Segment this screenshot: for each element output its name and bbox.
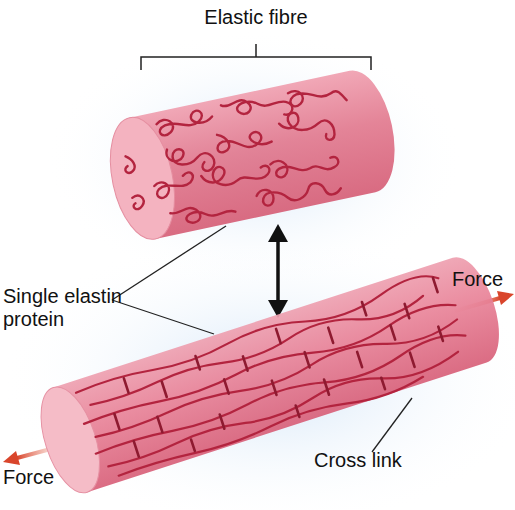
cross-links xyxy=(410,353,415,367)
cross-links xyxy=(305,352,310,367)
coiled-elastin xyxy=(153,172,196,199)
coiled-elastin xyxy=(221,90,294,128)
cross-links xyxy=(362,302,366,315)
coiled-elastin xyxy=(123,155,145,210)
cross-links xyxy=(157,417,162,432)
leader-line xyxy=(112,226,412,452)
force-arrow xyxy=(497,291,514,305)
cross-links xyxy=(438,327,443,341)
coiled-elastin xyxy=(256,174,342,210)
cross-links xyxy=(224,379,229,393)
cross-links xyxy=(328,328,333,343)
cross-links xyxy=(433,278,438,292)
background-haze xyxy=(0,230,515,510)
double-arrow xyxy=(268,224,288,318)
coiled-elastin xyxy=(215,124,272,154)
extended-elastin xyxy=(118,374,425,481)
bracket xyxy=(141,44,371,70)
coiled-elastin xyxy=(288,81,347,112)
extended-elastin xyxy=(89,291,426,412)
cross-links xyxy=(220,414,225,428)
leader-line xyxy=(372,398,412,452)
cross-links xyxy=(272,381,277,395)
cross-links xyxy=(196,356,200,369)
leader-line xyxy=(112,300,214,334)
cross-links xyxy=(381,378,385,389)
text-label: Force xyxy=(3,466,65,489)
extended-elastin xyxy=(106,347,460,473)
background-haze xyxy=(0,30,515,510)
cross-links xyxy=(105,278,461,471)
cross-links xyxy=(391,325,396,339)
cross-links xyxy=(191,440,195,451)
cross-links xyxy=(134,441,139,456)
extended-elastin xyxy=(74,271,439,401)
cross-links xyxy=(276,329,281,343)
text-label: Cross link xyxy=(314,449,424,472)
coiled-elastin xyxy=(116,79,365,236)
cross-links xyxy=(162,382,167,397)
cross-links xyxy=(243,356,248,370)
relaxed-fibre xyxy=(130,65,405,239)
coiled-elastin xyxy=(200,157,271,191)
double-arrow xyxy=(276,236,280,306)
leader-line xyxy=(112,226,226,300)
extended-elastin xyxy=(94,329,467,461)
force-arrow xyxy=(3,451,20,465)
double-arrow xyxy=(268,224,288,242)
extended-elastin xyxy=(83,299,458,431)
cross-links xyxy=(296,406,300,417)
coiled-elastin xyxy=(155,108,213,137)
text-label: Force xyxy=(452,268,514,291)
cross-links xyxy=(324,380,329,395)
cross-links xyxy=(357,352,362,367)
coiled-elastin xyxy=(170,199,236,227)
text-label: Elastic fibre xyxy=(140,6,372,29)
extended-elastin xyxy=(73,268,476,486)
cross-links xyxy=(124,378,129,392)
coiled-elastin xyxy=(277,105,335,149)
coiled-elastin xyxy=(270,149,340,181)
cross-links xyxy=(405,304,410,318)
cross-links xyxy=(114,414,119,429)
relaxed-fibre xyxy=(100,65,405,246)
text-label: Single elastin protein xyxy=(3,285,143,331)
